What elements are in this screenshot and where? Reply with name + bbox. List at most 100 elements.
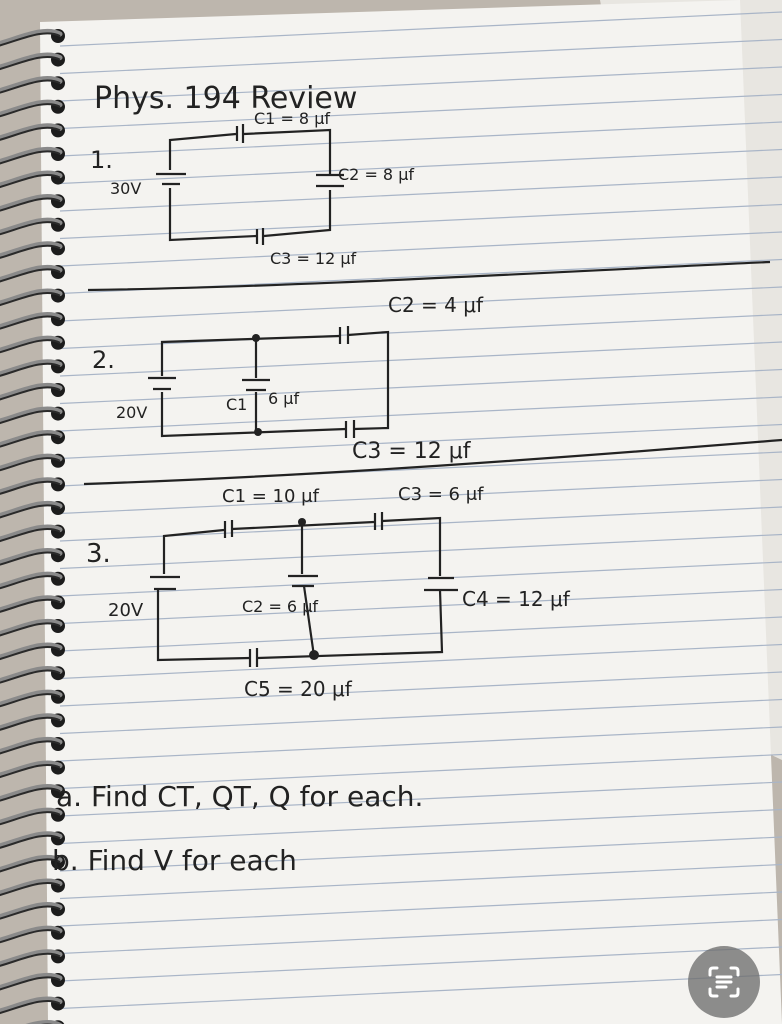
spiral-ring bbox=[0, 925, 65, 944]
ruled-line bbox=[59, 753, 782, 790]
text-scan-button[interactable] bbox=[688, 946, 760, 1018]
ruled-line bbox=[59, 203, 782, 240]
c2-label: C2 = 6 μf bbox=[242, 597, 318, 616]
c1-label: C1 = 10 μf bbox=[222, 486, 320, 507]
spiral-ring bbox=[0, 618, 65, 637]
ruled-line bbox=[59, 396, 782, 432]
ruled-line bbox=[59, 973, 782, 1010]
c1-label: C1 bbox=[226, 395, 247, 414]
spiral-ring bbox=[0, 524, 65, 543]
voltage-label: 20V bbox=[108, 600, 144, 621]
spiral-ring bbox=[0, 217, 65, 236]
ruled-line bbox=[59, 66, 782, 102]
spiral-ring bbox=[0, 666, 65, 684]
spiral-ring bbox=[0, 689, 65, 708]
spiral-ring bbox=[0, 264, 65, 283]
ruled-line bbox=[59, 643, 782, 680]
spiral-ring bbox=[0, 902, 65, 920]
ruled-line bbox=[59, 836, 782, 872]
spiral-ring bbox=[0, 878, 65, 897]
problem-number: 3. bbox=[86, 539, 111, 569]
spiral-ring bbox=[0, 359, 65, 377]
spiral-ring bbox=[0, 453, 65, 472]
ruled-line bbox=[59, 946, 782, 982]
c2-label: C2 = 4 μf bbox=[388, 293, 484, 317]
spiral-ring bbox=[0, 146, 65, 165]
spiral-ring bbox=[0, 430, 65, 448]
ruled-line bbox=[59, 231, 782, 267]
spiral-ring bbox=[0, 28, 65, 47]
spiral-ring bbox=[0, 548, 65, 566]
spiral-ring bbox=[0, 123, 65, 141]
spiral-ring bbox=[0, 713, 65, 731]
text-scan-icon bbox=[708, 966, 740, 998]
c1-label: C1 = 8 μf bbox=[254, 109, 330, 128]
spiral-ring bbox=[0, 595, 65, 613]
spiral-ring bbox=[0, 52, 65, 71]
spiral-binding bbox=[0, 28, 65, 1024]
spiral-ring bbox=[0, 996, 65, 1015]
voltage-label: 30V bbox=[110, 179, 141, 198]
c5-label: C5 = 20 μf bbox=[244, 677, 353, 701]
ruled-lines bbox=[59, 11, 782, 1010]
spiral-ring bbox=[0, 312, 65, 330]
spiral-ring bbox=[0, 76, 65, 94]
spiral-ring bbox=[0, 99, 65, 118]
c2-label: C2 = 8 μf bbox=[338, 165, 414, 184]
spiral-ring bbox=[0, 500, 65, 519]
ruled-line bbox=[59, 918, 782, 955]
ruled-line bbox=[59, 616, 782, 652]
ruled-line bbox=[59, 561, 782, 597]
problem-1: 1. 30V C1 = 8 μf C2 = 8 μf C3 = 12 μf bbox=[90, 109, 414, 268]
spiral-ring bbox=[0, 382, 65, 401]
ruled-line bbox=[59, 423, 782, 460]
ink: Phys. 194 Review 1. 30V C1 = 8 μf C2 = 8… bbox=[52, 81, 571, 877]
spiral-ring bbox=[0, 406, 65, 425]
ruled-line bbox=[59, 313, 782, 350]
ruled-line bbox=[59, 176, 782, 212]
c4-label: C4 = 12 μf bbox=[462, 587, 571, 611]
ruled-line bbox=[59, 533, 782, 570]
spiral-ring bbox=[0, 288, 65, 307]
spiral-ring bbox=[0, 807, 65, 826]
paper-sheet bbox=[40, 0, 782, 1024]
spiral-ring bbox=[0, 194, 65, 212]
spiral-ring bbox=[0, 241, 65, 259]
ruled-line bbox=[59, 808, 782, 845]
ruled-line bbox=[59, 11, 782, 47]
spiral-ring bbox=[0, 571, 65, 590]
spiral-ring bbox=[0, 854, 65, 873]
c3-label: C3 = 12 μf bbox=[352, 439, 472, 464]
spiral-ring bbox=[0, 784, 65, 802]
c1-value: 6 μf bbox=[268, 389, 299, 408]
question-b: b. Find V for each bbox=[52, 844, 297, 877]
ruled-line bbox=[59, 726, 782, 762]
ruled-line bbox=[59, 671, 782, 707]
spiral-ring bbox=[0, 736, 65, 755]
spiral-ring bbox=[0, 642, 65, 661]
spiral-ring bbox=[0, 170, 65, 189]
ruled-line bbox=[59, 286, 782, 322]
ruled-line bbox=[59, 478, 782, 515]
ruled-line bbox=[59, 148, 782, 185]
spiral-ring bbox=[0, 949, 65, 967]
ruled-line bbox=[59, 38, 782, 75]
question-a: a. Find CT, QT, Q for each. bbox=[56, 780, 423, 813]
problem-2: 2. 20V C2 = 4 μf C1 6 μf bbox=[92, 293, 484, 464]
page-title: Phys. 194 Review bbox=[94, 81, 357, 116]
c3-label: C3 = 6 μf bbox=[398, 484, 484, 505]
ruled-line bbox=[59, 863, 782, 900]
spiral-ring bbox=[0, 335, 65, 354]
spiral-ring bbox=[0, 972, 65, 991]
ruled-line bbox=[59, 93, 782, 130]
ruled-line bbox=[59, 891, 782, 927]
ruled-line bbox=[59, 588, 782, 625]
ruled-line bbox=[59, 698, 782, 735]
problem-3: C1 = 10 μf C3 = 6 μf 3. 20V bbox=[86, 484, 571, 701]
ruled-line bbox=[59, 121, 782, 157]
voltage-label: 20V bbox=[116, 403, 147, 422]
problem-number: 2. bbox=[92, 346, 115, 374]
ruled-line bbox=[59, 781, 782, 817]
problem-number: 1. bbox=[90, 146, 113, 174]
